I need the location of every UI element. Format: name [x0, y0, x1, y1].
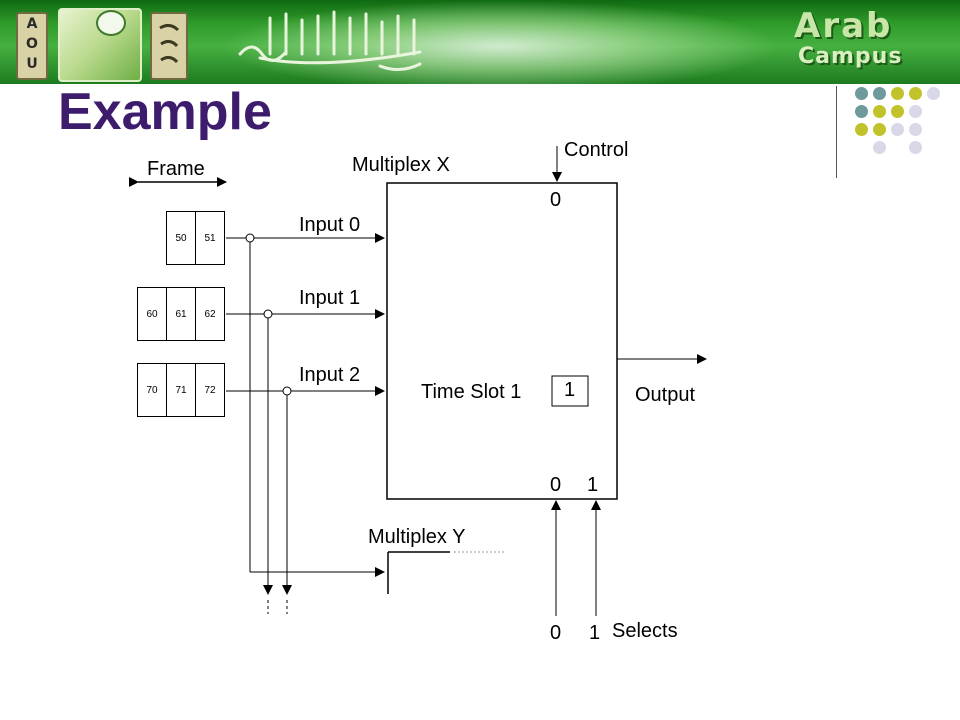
tap-junction [263, 309, 273, 319]
frame-cell: 50 [166, 211, 196, 265]
decorative-dot [873, 105, 886, 118]
brand-arab-text: Arab [794, 6, 893, 46]
select-bit-box: 1 [587, 474, 599, 496]
time-slot-value: 1 [564, 379, 576, 401]
slide-title: Example [58, 83, 272, 141]
frame-cell: 60 [137, 287, 167, 341]
frame-cell: 61 [166, 287, 196, 341]
decorative-dot [855, 123, 868, 136]
input-1-label: Input 1 [299, 287, 361, 309]
frame-label: Frame [147, 158, 205, 180]
decorative-dot [891, 87, 904, 100]
decorative-divider [836, 86, 837, 178]
input-2-label: Input 2 [299, 364, 361, 386]
output-label: Output [635, 384, 696, 406]
logo-letter: O [26, 36, 38, 52]
control-value: 0 [550, 189, 562, 211]
selects-label: Selects [612, 620, 678, 642]
control-label: Control [564, 139, 629, 161]
multiplex-x-label: Multiplex X [352, 154, 450, 176]
tap-junction [282, 386, 292, 396]
decorative-dot [909, 105, 922, 118]
decorative-dot [891, 105, 904, 118]
decorative-dot [873, 141, 886, 154]
banner-highlight [220, 0, 780, 84]
frame-cell: 71 [166, 363, 196, 417]
select-bit-box: 0 [550, 474, 562, 496]
calligraphy-emblem [238, 10, 422, 71]
decorative-dot [909, 141, 922, 154]
input-0-label: Input 0 [299, 214, 361, 236]
frame-cell: 62 [195, 287, 225, 341]
aou-logo-letters: A O U [16, 12, 48, 80]
tap-junction [245, 233, 255, 243]
arabic-logo-tile [150, 12, 188, 80]
logo-emblem-icon [96, 10, 126, 36]
time-slot-value-box [551, 375, 589, 407]
frame-cell: 70 [137, 363, 167, 417]
frame-cell: 51 [195, 211, 225, 265]
multiplex-x-box [386, 182, 618, 500]
time-slot-label: Time Slot 1 [421, 381, 522, 403]
decorative-dot [927, 87, 940, 100]
decorative-dot [909, 123, 922, 136]
decorative-dot [909, 87, 922, 100]
brand-campus-text: Campus [798, 44, 903, 69]
decorative-dot [873, 87, 886, 100]
decorative-dot [855, 105, 868, 118]
decorative-dot [855, 87, 868, 100]
select-bit-bottom: 1 [589, 622, 601, 644]
logo-letter: U [26, 56, 38, 72]
arabic-logo-icon [159, 23, 180, 64]
logo-letter: A [26, 16, 38, 32]
decorative-dot [873, 123, 886, 136]
header-banner: A O U Arab Campus [0, 0, 960, 84]
decorative-dot [891, 123, 904, 136]
multiplex-y-label: Multiplex Y [368, 526, 466, 548]
frame-cell: 72 [195, 363, 225, 417]
select-bit-bottom: 0 [550, 622, 562, 644]
